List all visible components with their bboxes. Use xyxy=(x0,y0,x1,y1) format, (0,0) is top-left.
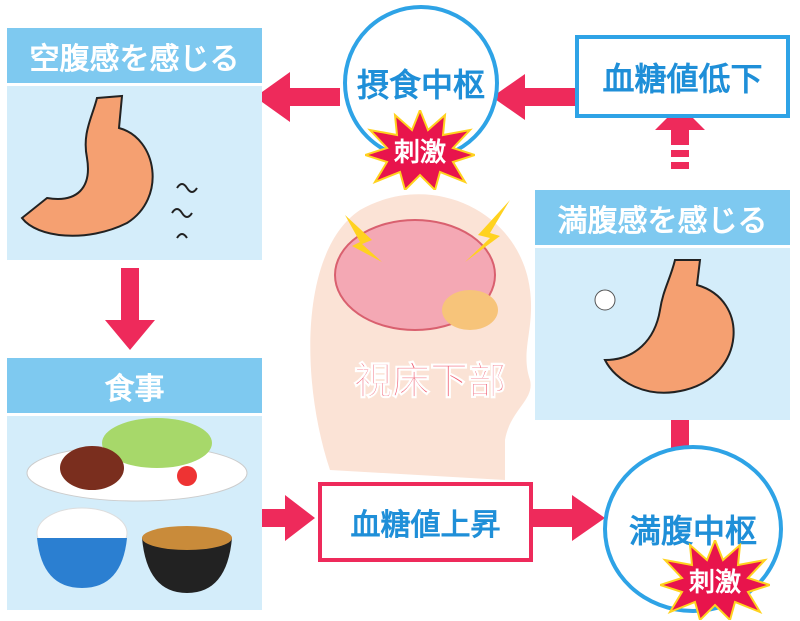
empty-stomach-icon xyxy=(20,94,198,239)
hypothalamus-label: 視床下部 xyxy=(353,359,506,404)
feeding-center-label: 摂食中枢 xyxy=(356,66,485,104)
hunger-header: 空腹感を感じる xyxy=(7,28,262,86)
arrow-left-top1 xyxy=(255,72,340,122)
arrow-dash xyxy=(671,150,689,157)
lightning-icon xyxy=(345,215,382,262)
stimulus-label: 刺激 xyxy=(688,568,741,598)
glucose-up-box: 血糖値上昇 xyxy=(318,482,533,562)
hunger-panel: 空腹感を感じる xyxy=(7,28,262,260)
arrow-left-top2 xyxy=(492,74,575,120)
lightning-icon xyxy=(465,200,510,262)
full-stomach-icon xyxy=(594,259,735,394)
arrow-down-left xyxy=(105,268,155,350)
meal-header: 食事 xyxy=(7,358,262,416)
cerebellum-icon xyxy=(442,290,498,330)
arrow-up-right xyxy=(655,105,705,145)
fullness-panel: 満腹感を感じる xyxy=(535,190,790,420)
meal-panel: 食事 xyxy=(7,358,262,610)
arrow-dash xyxy=(671,162,689,169)
glucose-down-box: 血糖値低下 xyxy=(575,35,790,118)
stimulus-burst-top: 刺激 xyxy=(365,110,475,190)
fullness-header: 満腹感を感じる xyxy=(535,190,790,248)
stimulus-burst-bottom: 刺激 xyxy=(660,540,770,620)
satiety-center-label: 満腹中枢 xyxy=(628,512,757,550)
arrow-right-2 xyxy=(530,495,605,541)
arrows xyxy=(105,72,705,541)
stimulus-label: 刺激 xyxy=(393,138,446,168)
meal-food-icon xyxy=(26,418,248,593)
arrow-right-1 xyxy=(242,495,315,541)
